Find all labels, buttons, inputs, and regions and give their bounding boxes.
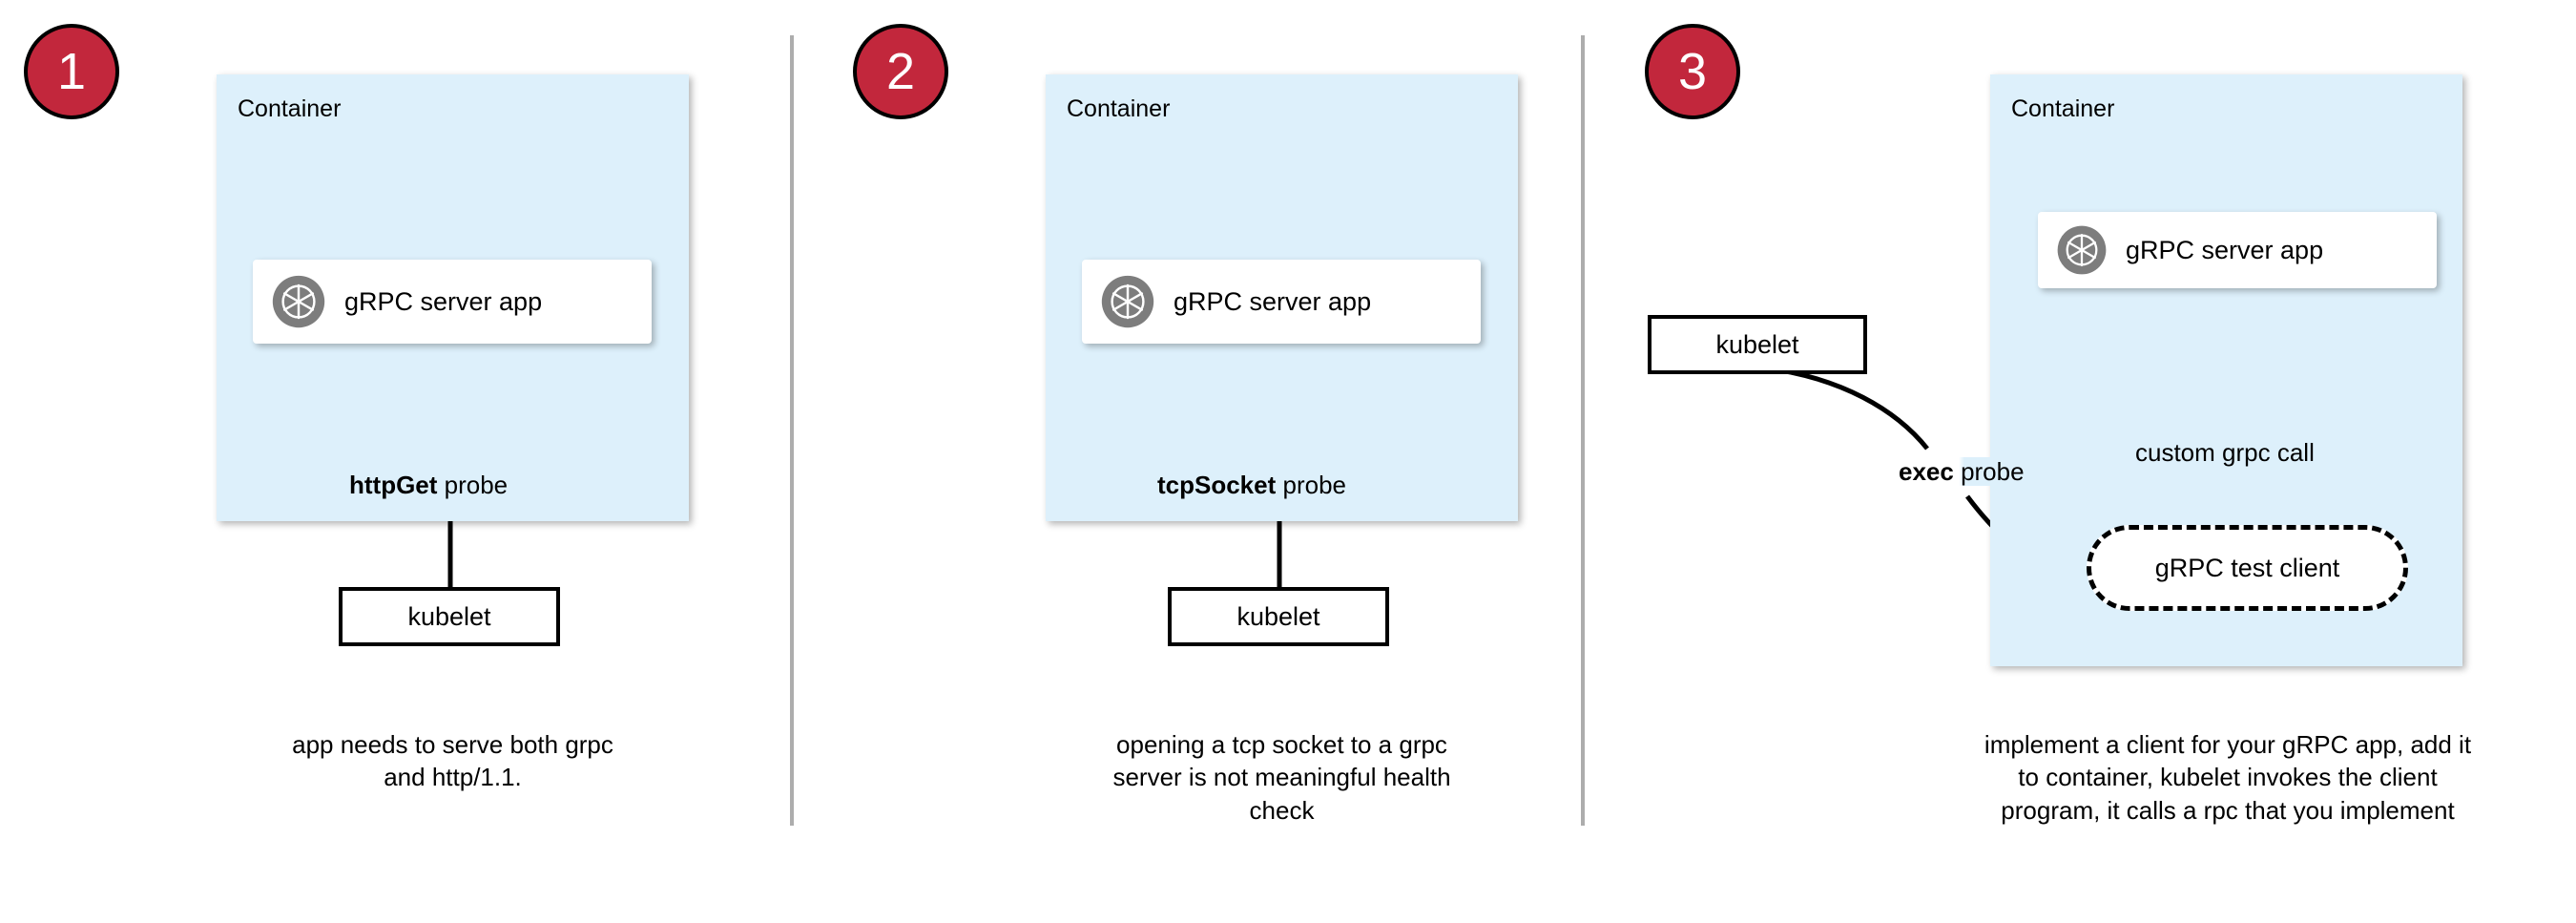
probe-label-2-kind: tcpSocket	[1157, 471, 1277, 499]
panel-caption-1: app needs to serve both grpc and http/1.…	[217, 728, 689, 794]
grpc-server-app-label-1: gRPC server app	[344, 286, 543, 316]
step-badge-3: 3	[1645, 24, 1740, 119]
panel-divider-2	[1581, 35, 1585, 826]
probe-label-2-suffix: probe	[1276, 471, 1346, 499]
panel-caption-3-line1: implement a client for your gRPC app, ad…	[1984, 730, 2472, 759]
step-badge-1-number: 1	[56, 43, 87, 100]
probe-label-1-kind: httpGet	[349, 471, 438, 499]
kubelet-label-2: kubelet	[1236, 601, 1320, 631]
container-label-2: Container	[1067, 95, 1171, 122]
panel-caption-1-line2: and http/1.1.	[384, 763, 522, 792]
panel-divider-1	[790, 35, 794, 826]
kubelet-box-1: kubelet	[339, 587, 560, 646]
panel-caption-2-line3: check	[1249, 795, 1315, 825]
panel-caption-3-line3: program, it calls a rpc that you impleme…	[2001, 795, 2455, 825]
panel-caption-1-line1: app needs to serve both grpc	[292, 730, 613, 759]
grpc-aperture-icon	[1101, 275, 1154, 328]
grpc-aperture-icon	[2057, 225, 2107, 275]
exec-probe-label-kind: exec	[1899, 457, 1954, 486]
grpc-test-client-label: gRPC test client	[2154, 553, 2340, 582]
grpc-server-app-card-2: gRPC server app	[1082, 260, 1481, 344]
kubelet-box-3: kubelet	[1648, 315, 1867, 374]
grpc-aperture-icon	[272, 275, 325, 328]
step-badge-3-number: 3	[1677, 43, 1708, 100]
probe-label-1-suffix: probe	[437, 471, 509, 499]
exec-probe-label-suffix: probe	[1953, 457, 2025, 486]
probe-label-1: httpGet probe	[343, 471, 514, 499]
step-badge-2-number: 2	[885, 43, 916, 100]
container-label-3: Container	[2011, 95, 2115, 122]
kubelet-box-2: kubelet	[1168, 587, 1389, 646]
panel-caption-3-line2: to container, kubelet invokes the client	[2018, 763, 2438, 792]
grpc-test-client-box: gRPC test client	[2087, 525, 2408, 611]
grpc-server-app-card-3: gRPC server app	[2038, 212, 2437, 288]
kubelet-label-1: kubelet	[407, 601, 491, 631]
step-badge-1: 1	[24, 24, 119, 119]
panel-caption-2-line1: opening a tcp socket to a grpc	[1116, 730, 1447, 759]
custom-grpc-call-label: custom grpc call	[2129, 436, 2320, 470]
container-label-1: Container	[238, 95, 342, 122]
exec-probe-label: exec probe	[1895, 457, 2028, 486]
step-badge-2: 2	[853, 24, 948, 119]
kubelet-label-3: kubelet	[1715, 329, 1799, 359]
panel-caption-2-line2: server is not meaningful health	[1112, 763, 1451, 792]
grpc-server-app-card-1: gRPC server app	[253, 260, 652, 344]
grpc-server-app-label-3: gRPC server app	[2126, 235, 2324, 264]
grpc-server-app-label-2: gRPC server app	[1174, 286, 1372, 316]
probe-label-2: tcpSocket probe	[1152, 471, 1352, 499]
panel-caption-3: implement a client for your gRPC app, ad…	[1813, 728, 2576, 827]
panel-caption-2: opening a tcp socket to a grpc server is…	[1046, 728, 1518, 827]
